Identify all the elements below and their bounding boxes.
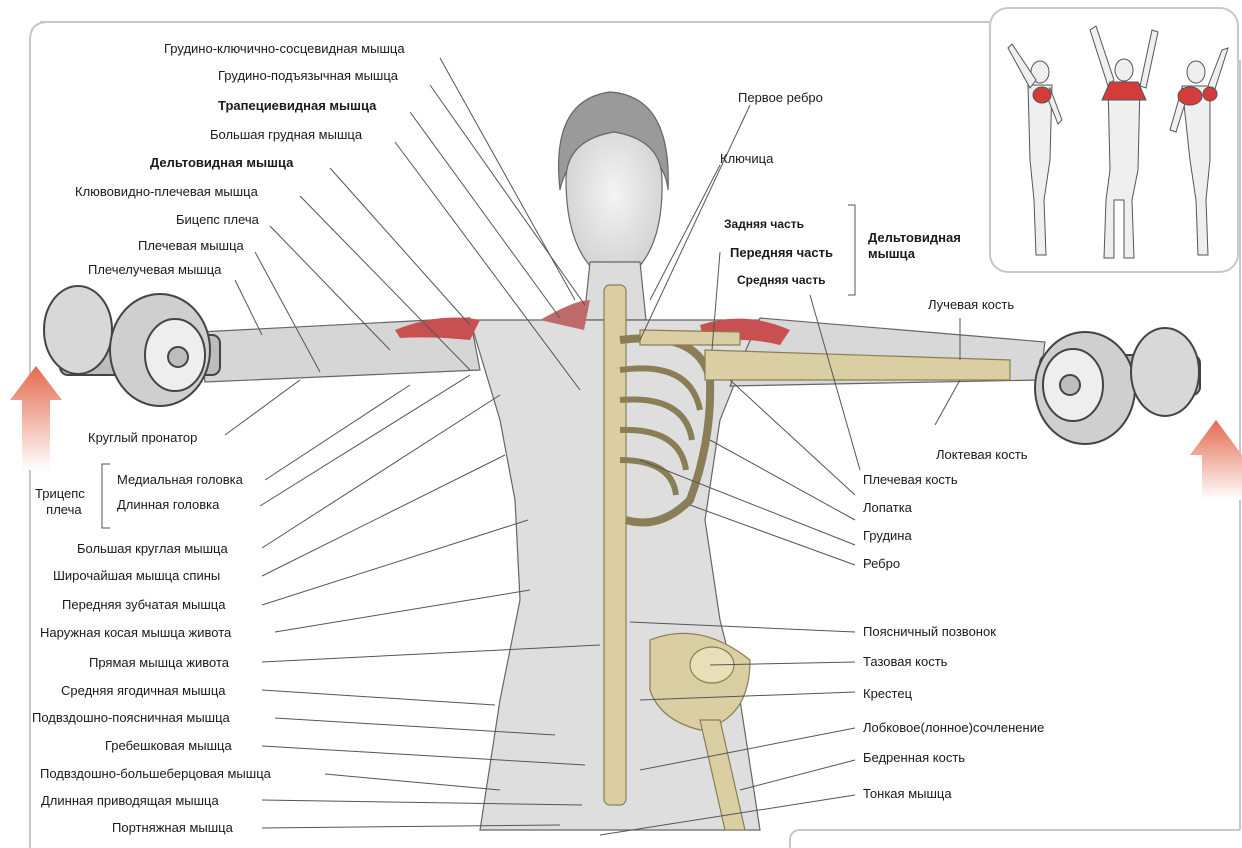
label-medial-head: Медиальная головка <box>117 472 243 488</box>
label-iliopsoas: Подвздошно-поясничная мышца <box>32 710 230 726</box>
label-sternum: Грудина <box>863 528 912 544</box>
label-brachioradialis: Плечелучевая мышца <box>88 262 221 278</box>
label-lumbar-vertebra: Поясничный позвонок <box>863 624 996 640</box>
label-adductor-longus: Длинная приводящая мышца <box>41 793 219 809</box>
label-pectineus: Гребешковая мышца <box>105 738 232 754</box>
label-triceps-line1: Трицепс <box>35 486 85 502</box>
label-serratus-anterior: Передняя зубчатая мышца <box>62 597 225 613</box>
label-clavicle: Ключица <box>720 151 773 167</box>
label-pubic-symphysis: Лобковое(лонное)сочленение <box>863 720 1044 736</box>
label-deltoid-group-line2: мышца <box>868 246 961 262</box>
label-trapezius: Трапециевидная мышца <box>218 98 376 114</box>
label-sartorius: Портняжная мышца <box>112 820 233 836</box>
label-biceps: Бицепс плеча <box>176 212 259 228</box>
label-coracobrachialis: Клювовидно-плечевая мышца <box>75 184 258 200</box>
label-deltoid-group: Дельтовидная мышца <box>868 230 961 262</box>
label-gluteus-medius: Средняя ягодичная мышца <box>61 683 226 699</box>
label-first-rib: Первое ребро <box>738 90 823 106</box>
left-arrow <box>10 366 62 470</box>
left-dumbbell <box>44 286 220 406</box>
label-sacrum: Крестец <box>863 686 912 702</box>
label-deltoid-group-line1: Дельтовидная <box>868 230 961 246</box>
label-ulna: Локтевая кость <box>936 447 1028 463</box>
label-deltoid: Дельтовидная мышца <box>150 155 293 171</box>
label-pronator-teres: Круглый пронатор <box>88 430 197 446</box>
label-external-oblique: Наружная косая мышца живота <box>40 625 231 641</box>
right-dumbbell <box>1035 328 1200 444</box>
label-pelvis: Тазовая кость <box>863 654 947 670</box>
label-sternocleidomastoid: Грудино-ключично-сосцевидная мышца <box>164 41 405 57</box>
label-deltoid-posterior: Задняя часть <box>724 216 804 232</box>
label-sternohyoid: Грудино-подъязычная мышца <box>218 68 398 84</box>
label-scapula: Лопатка <box>863 500 912 516</box>
label-triceps-line2: плеча <box>35 502 85 518</box>
label-deltoid-middle: Средняя часть <box>737 272 825 288</box>
label-gracilis: Тонкая мышца <box>863 786 952 802</box>
label-humerus: Плечевая кость <box>863 472 958 488</box>
label-triceps-group: Трицепс плеча <box>35 486 85 518</box>
label-deltoid-anterior: Передняя часть <box>730 245 833 261</box>
label-long-head: Длинная головка <box>117 497 219 513</box>
label-brachialis: Плечевая мышца <box>138 238 244 254</box>
right-arrow <box>1190 420 1242 500</box>
label-teres-major: Большая круглая мышца <box>77 541 228 557</box>
label-latissimus-dorsi: Широчайшая мышца спины <box>53 568 220 584</box>
label-rib: Ребро <box>863 556 900 572</box>
label-pectoralis-major: Большая грудная мышца <box>210 127 362 143</box>
label-rectus-abdominis: Прямая мышца живота <box>89 655 229 671</box>
label-femur: Бедренная кость <box>863 750 965 766</box>
label-iliotibial: Подвздошно-большеберцовая мышца <box>40 766 271 782</box>
bottom-frame-corner <box>790 830 1240 848</box>
label-radius: Лучевая кость <box>928 297 1014 313</box>
